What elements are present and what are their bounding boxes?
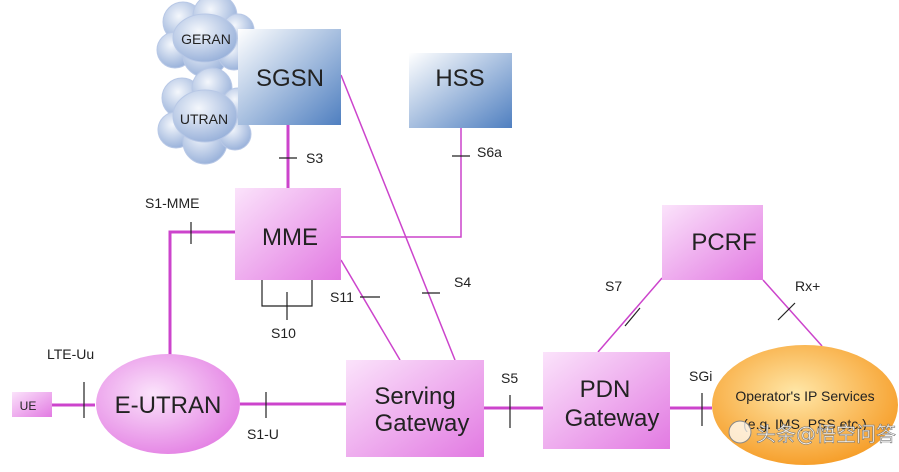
s11-label: S11 — [330, 289, 354, 305]
tick-rx — [777, 302, 796, 321]
s4-label: S4 — [454, 274, 471, 290]
rx-label: Rx+ — [795, 278, 820, 294]
hss-node: HSS — [409, 53, 512, 128]
s3-label: S3 — [306, 150, 323, 166]
eutran-node: E-UTRAN — [96, 354, 240, 454]
s5-label: S5 — [501, 370, 518, 386]
eutran-label: E-UTRAN — [115, 392, 222, 419]
utran-label: UTRAN — [180, 111, 228, 127]
s7-label: S7 — [605, 278, 622, 294]
watermark: 头条@悟空问答 — [728, 420, 896, 446]
link-mme-sgw-s11 — [340, 259, 401, 361]
operator-ip-services-label-line1: Operator's IP Services — [735, 388, 874, 404]
serving-gateway-node: Serving Gateway — [346, 360, 484, 457]
serving-gateway-label-line1: Serving — [374, 383, 455, 410]
ue-label: UE — [20, 399, 37, 413]
pdn-gateway-label-line2: Gateway — [565, 405, 660, 432]
pdn-gateway-node: PDN Gateway — [543, 352, 670, 449]
sgsn-node: SGSN — [238, 29, 341, 125]
link-hss-mme — [341, 128, 462, 238]
pcrf-node: PCRF — [662, 205, 763, 280]
sgsn-label: SGSN — [256, 65, 324, 92]
sgi-label: SGi — [689, 368, 712, 384]
tick-s7 — [624, 307, 641, 327]
cloud-utran: UTRAN — [157, 67, 255, 165]
geran-label: GERAN — [181, 31, 231, 47]
link-pcrf-ops — [762, 279, 823, 347]
link-sgsn-sgw-s4 — [340, 74, 456, 361]
interface-ticks — [83, 155, 796, 428]
s6a-label: S6a — [477, 144, 502, 160]
s1-mme-label: S1-MME — [145, 195, 199, 211]
operator-ip-services-label-line2: (e.g. IMS, PSS etc.) — [743, 416, 867, 432]
links — [52, 74, 823, 410]
ue-node: UE — [12, 392, 52, 417]
watermark-text: 头条@悟空问答 — [756, 422, 896, 446]
link-mme-eutran — [168, 230, 235, 355]
link-pdn-pcrf — [597, 277, 663, 353]
lte-uu-label: LTE-Uu — [47, 346, 94, 362]
cloud-geran: GERAN — [156, 0, 255, 78]
pdn-gateway-label-line1: PDN — [580, 376, 631, 403]
hss-label: HSS — [435, 65, 484, 92]
mme-label: MME — [262, 224, 318, 251]
s10-label: S10 — [271, 325, 296, 341]
pcrf-label: PCRF — [691, 229, 756, 256]
mme-node: MME — [235, 188, 341, 280]
operator-ip-services-node: Operator's IP Services (e.g. IMS, PSS et… — [712, 345, 898, 465]
interface-labels: S3 S6a S1-MME S10 S11 S4 S7 Rx+ LTE-Uu S… — [47, 144, 820, 442]
watermark-logo-icon — [728, 420, 752, 444]
s1-u-label: S1-U — [247, 426, 279, 442]
serving-gateway-label-line2: Gateway — [375, 410, 470, 437]
